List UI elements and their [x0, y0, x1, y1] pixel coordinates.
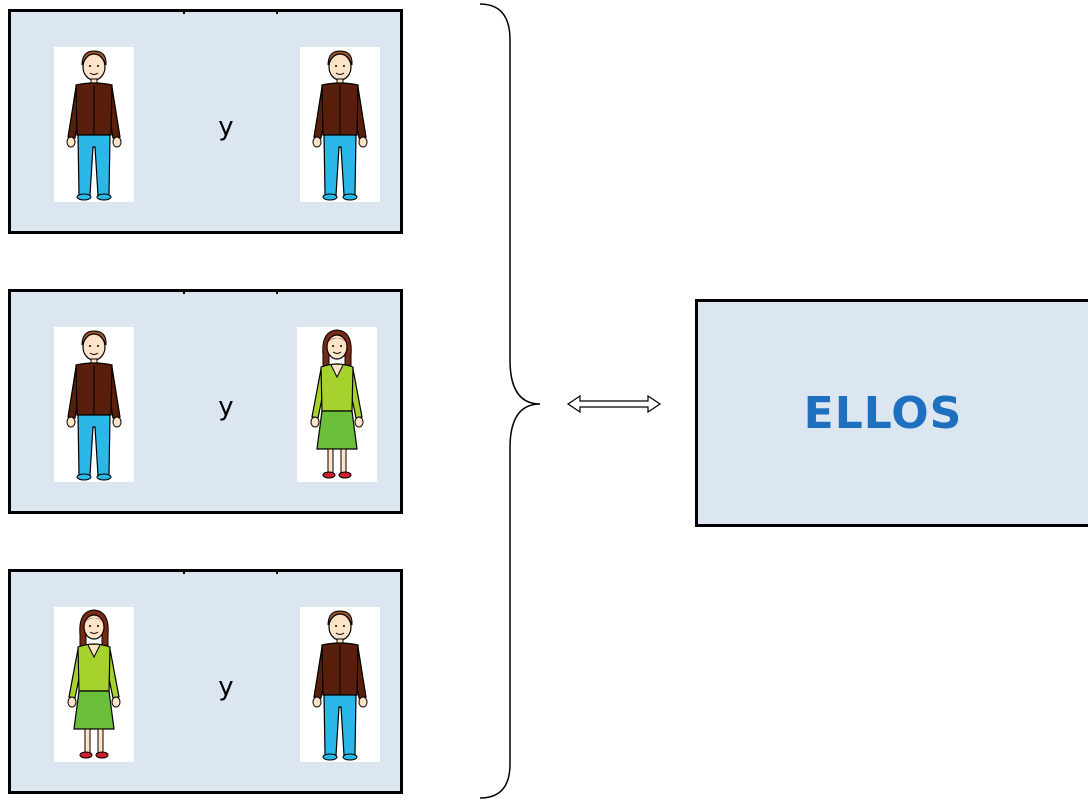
pair-card-2: y	[8, 289, 403, 514]
conjunction-text: y	[218, 672, 234, 702]
boy-icon	[300, 607, 380, 762]
curly-brace-icon	[479, 3, 541, 799]
girl-icon	[297, 327, 377, 482]
pair-card-3: y	[8, 569, 403, 794]
boy-icon	[54, 47, 134, 202]
girl-icon	[54, 607, 134, 762]
boy-icon	[54, 327, 134, 482]
pair-card-1: y	[8, 9, 403, 234]
conjunction-text: y	[218, 112, 234, 142]
result-label: ELLOS	[803, 387, 963, 439]
double-arrow-icon	[566, 394, 662, 414]
result-box: ELLOS	[695, 299, 1088, 527]
boy-icon	[300, 47, 380, 202]
conjunction-text: y	[218, 392, 234, 422]
